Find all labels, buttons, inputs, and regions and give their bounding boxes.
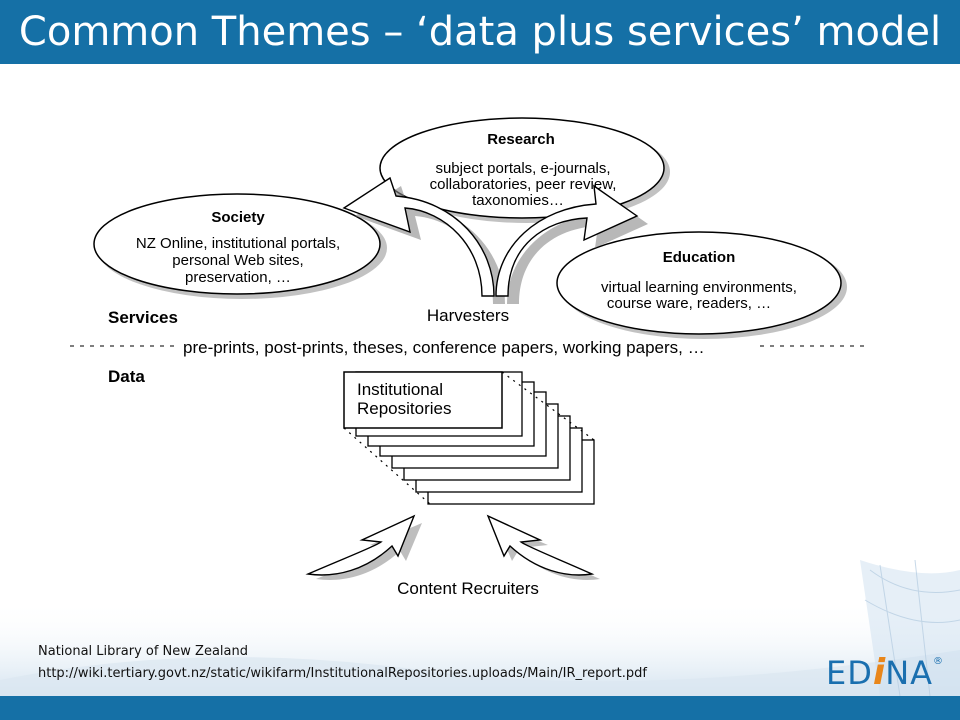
research-heading: Research (487, 131, 555, 148)
background-texture (0, 560, 960, 696)
credit-org: National Library of New Zealand (38, 644, 248, 659)
education-line-2: course ware, readers, … (607, 295, 771, 312)
slide-title: Common Themes – ‘data plus services’ mod… (18, 9, 942, 55)
society-line-3: preservation, … (185, 269, 291, 286)
logo-registered-mark: ® (933, 656, 944, 667)
recruiter-arrow-left (305, 514, 422, 580)
recruiter-arrow-right (486, 514, 600, 580)
education-heading: Education (663, 249, 736, 266)
repository-line-1: Institutional (357, 380, 443, 399)
research-line-3: taxonomies… (472, 192, 564, 209)
data-label: Data (108, 367, 145, 386)
logo-text-left: ED (826, 654, 873, 692)
credit-url: http://wiki.tertiary.govt.nz/static/wiki… (38, 666, 647, 681)
source-credit: National Library of New Zealand http://w… (38, 641, 647, 685)
repository-line-2: Repositories (357, 399, 452, 418)
harvesters-label: Harvesters (427, 306, 509, 325)
harvester-arrow-right (495, 184, 648, 304)
society-line-2: personal Web sites, (172, 252, 303, 269)
footer-bar (0, 696, 960, 720)
header-bar: Common Themes – ‘data plus services’ mod… (0, 0, 960, 64)
society-ellipse: Society NZ Online, institutional portals… (93, 193, 387, 299)
society-line-1: NZ Online, institutional portals, (136, 235, 340, 252)
edina-logo: EDiNA® (826, 652, 943, 693)
repository-stack: Institutional Repositories (343, 371, 595, 505)
research-line-2: collaboratories, peer review, (430, 176, 617, 193)
education-line-1: virtual learning environments, (601, 279, 797, 296)
education-ellipse: Education virtual learning environments,… (556, 231, 847, 339)
harvester-arrow-left (342, 176, 505, 304)
logo-text-right: NA (885, 654, 934, 692)
research-line-1: subject portals, e-journals, (435, 160, 610, 177)
content-recruiters-label: Content Recruiters (397, 579, 539, 598)
logo-text-i: i (872, 652, 886, 693)
diagram: Society NZ Online, institutional portals… (70, 117, 870, 598)
services-label: Services (108, 308, 178, 327)
society-heading: Society (211, 209, 265, 226)
content-types-label: pre-prints, post-prints, theses, confere… (183, 338, 705, 357)
